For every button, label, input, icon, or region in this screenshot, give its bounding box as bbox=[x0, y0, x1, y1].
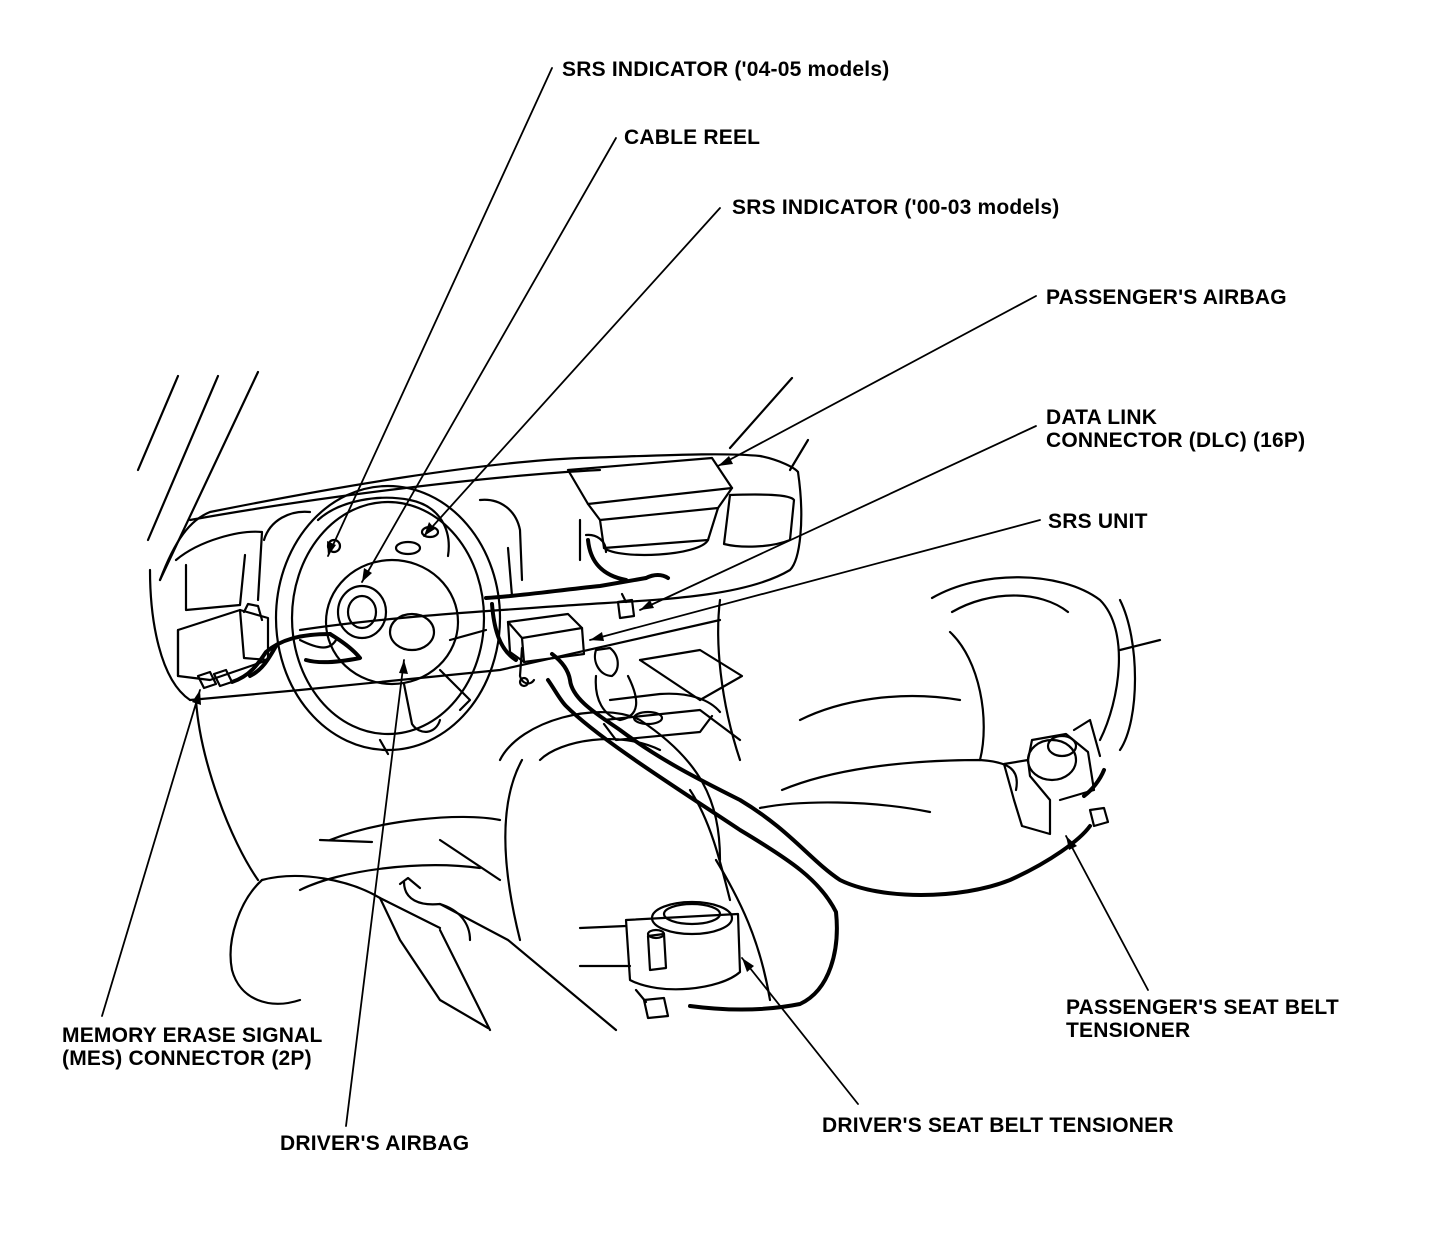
passenger-seat bbox=[758, 576, 1162, 814]
arrowhead-mes-connector bbox=[192, 690, 201, 705]
floor-and-body-lines bbox=[194, 698, 618, 1032]
center-console bbox=[593, 646, 744, 742]
leader-driver-tensioner bbox=[741, 957, 859, 1105]
arrowhead-passenger-tensioner bbox=[1066, 836, 1077, 850]
label-data-link-connector: DATA LINK CONNECTOR (DLC) (16P) bbox=[1046, 406, 1306, 452]
label-cable-reel: CABLE REEL bbox=[624, 126, 761, 149]
dlc-connector bbox=[616, 592, 636, 620]
arrowhead-srs-unit bbox=[590, 632, 604, 641]
label-srs-indicator-0405: SRS INDICATOR ('04-05 models) bbox=[562, 58, 890, 81]
dashboard-outline bbox=[148, 453, 803, 762]
label-mes-connector: MEMORY ERASE SIGNAL (MES) CONNECTOR (2P) bbox=[62, 1024, 323, 1070]
driver-seat bbox=[298, 711, 772, 1002]
knee-bolster-box bbox=[176, 602, 270, 690]
arrowhead-srs-indicator-0405 bbox=[327, 541, 336, 556]
leader-srs-indicator-0405 bbox=[327, 67, 553, 557]
srs-wiring-harness bbox=[230, 538, 1106, 1012]
arrowhead-driver-airbag bbox=[399, 660, 408, 674]
leader-dlc bbox=[639, 425, 1037, 611]
label-srs-indicator-0003: SRS INDICATOR ('00-03 models) bbox=[732, 196, 1060, 219]
leader-srs-indicator-0003 bbox=[423, 207, 721, 537]
leader-passenger-tensioner bbox=[1065, 835, 1149, 991]
windshield-pillar-lines bbox=[136, 370, 810, 582]
label-driver-seat-belt-tensioner: DRIVER'S SEAT BELT TENSIONER bbox=[822, 1114, 1174, 1137]
arrowhead-dlc bbox=[640, 600, 654, 610]
arrowhead-srs-indicator-0003 bbox=[424, 522, 435, 536]
leader-srs-unit bbox=[589, 519, 1041, 641]
label-driver-airbag: DRIVER'S AIRBAG bbox=[280, 1132, 470, 1155]
driver-tensioner bbox=[578, 900, 742, 1020]
label-passengers-airbag: PASSENGER'S AIRBAG bbox=[1046, 286, 1287, 309]
leader-passengers-airbag bbox=[717, 295, 1037, 467]
srs-unit-box bbox=[506, 612, 586, 688]
leader-cable-reel bbox=[361, 137, 617, 583]
leader-mes-connector bbox=[101, 689, 201, 1017]
arrowhead-passengers-airbag bbox=[718, 456, 733, 466]
label-srs-unit: SRS UNIT bbox=[1048, 510, 1148, 533]
label-passenger-seat-belt-tensioner: PASSENGER'S SEAT BELT TENSIONER bbox=[1066, 996, 1339, 1042]
leader-driver-airbag bbox=[345, 659, 405, 1127]
passenger-tensioner bbox=[1002, 718, 1110, 836]
arrowhead-cable-reel bbox=[362, 568, 372, 582]
passenger-airbag-module bbox=[566, 456, 734, 562]
steering-wheel bbox=[274, 484, 502, 756]
arrowhead-driver-tensioner bbox=[742, 958, 754, 972]
